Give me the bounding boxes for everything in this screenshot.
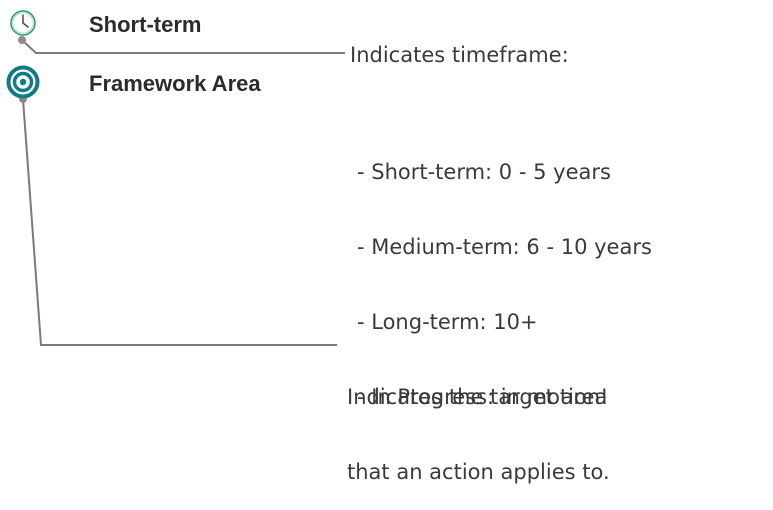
timeframe-label: Short-term <box>89 12 202 37</box>
timeframe-item-long: - Long-term: 10+ <box>357 310 538 334</box>
timeframe-connector-dot <box>18 36 26 44</box>
target-area-line-2: that an action applies to. <box>347 460 610 484</box>
timeframe-connector <box>21 39 345 54</box>
target-icon <box>6 65 40 99</box>
timeframe-item-short: - Short-term: 0 - 5 years <box>357 160 611 184</box>
target-area-line-1: Indicates the target area <box>347 385 608 409</box>
target-area-annotation: Indicates the target area that an action… <box>347 335 610 510</box>
framework-connector <box>22 98 337 346</box>
clock-icon <box>10 10 36 36</box>
timeframe-annotation-title: Indicates timeframe: <box>350 43 569 67</box>
timeframe-item-medium: - Medium-term: 6 - 10 years <box>357 235 652 259</box>
framework-area-label: Framework Area <box>89 71 261 96</box>
